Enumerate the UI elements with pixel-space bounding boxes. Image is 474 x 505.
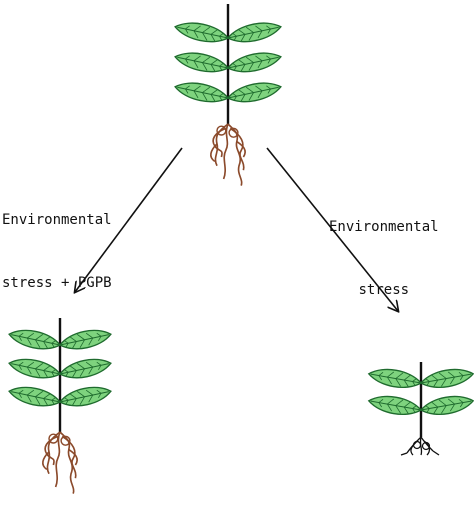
roots-stunted xyxy=(400,436,440,456)
leaf-right-3 xyxy=(58,386,112,407)
label-stress: Environmental stress xyxy=(329,175,439,343)
label-stress-pgpb-line1: Environmental xyxy=(2,212,112,228)
roots-healthy xyxy=(42,431,78,494)
initial-plant xyxy=(174,4,282,186)
label-stress-pgpb: Environmental stress + PGPB xyxy=(2,168,112,336)
leaf-right-2 xyxy=(419,395,474,415)
leaf-right-1 xyxy=(226,22,282,43)
stressed-plant xyxy=(367,362,474,456)
leaf-left-3 xyxy=(8,386,62,407)
leaf-right-2 xyxy=(226,52,282,73)
leaf-left-1 xyxy=(367,368,423,388)
arrow-to-stressed-plant xyxy=(266,147,398,311)
roots-healthy xyxy=(210,123,246,186)
leaf-right-2 xyxy=(58,358,112,379)
arrow-to-pgpb-plant xyxy=(75,147,183,292)
pgpb-treated-plant xyxy=(8,318,112,494)
leaf-left-1 xyxy=(174,22,230,43)
leaf-left-3 xyxy=(174,82,230,103)
label-stress-pgpb-line2: stress + PGPB xyxy=(2,275,112,291)
label-stress-line2: stress xyxy=(358,282,410,298)
label-stress-line1: Environmental xyxy=(329,219,439,235)
leaf-right-3 xyxy=(226,82,282,103)
leaf-left-1 xyxy=(8,329,62,350)
leaf-left-2 xyxy=(174,52,230,73)
leaf-left-2 xyxy=(8,358,62,379)
leaf-right-1 xyxy=(419,368,474,388)
leaf-right-1 xyxy=(58,329,112,350)
leaf-left-2 xyxy=(367,395,423,415)
